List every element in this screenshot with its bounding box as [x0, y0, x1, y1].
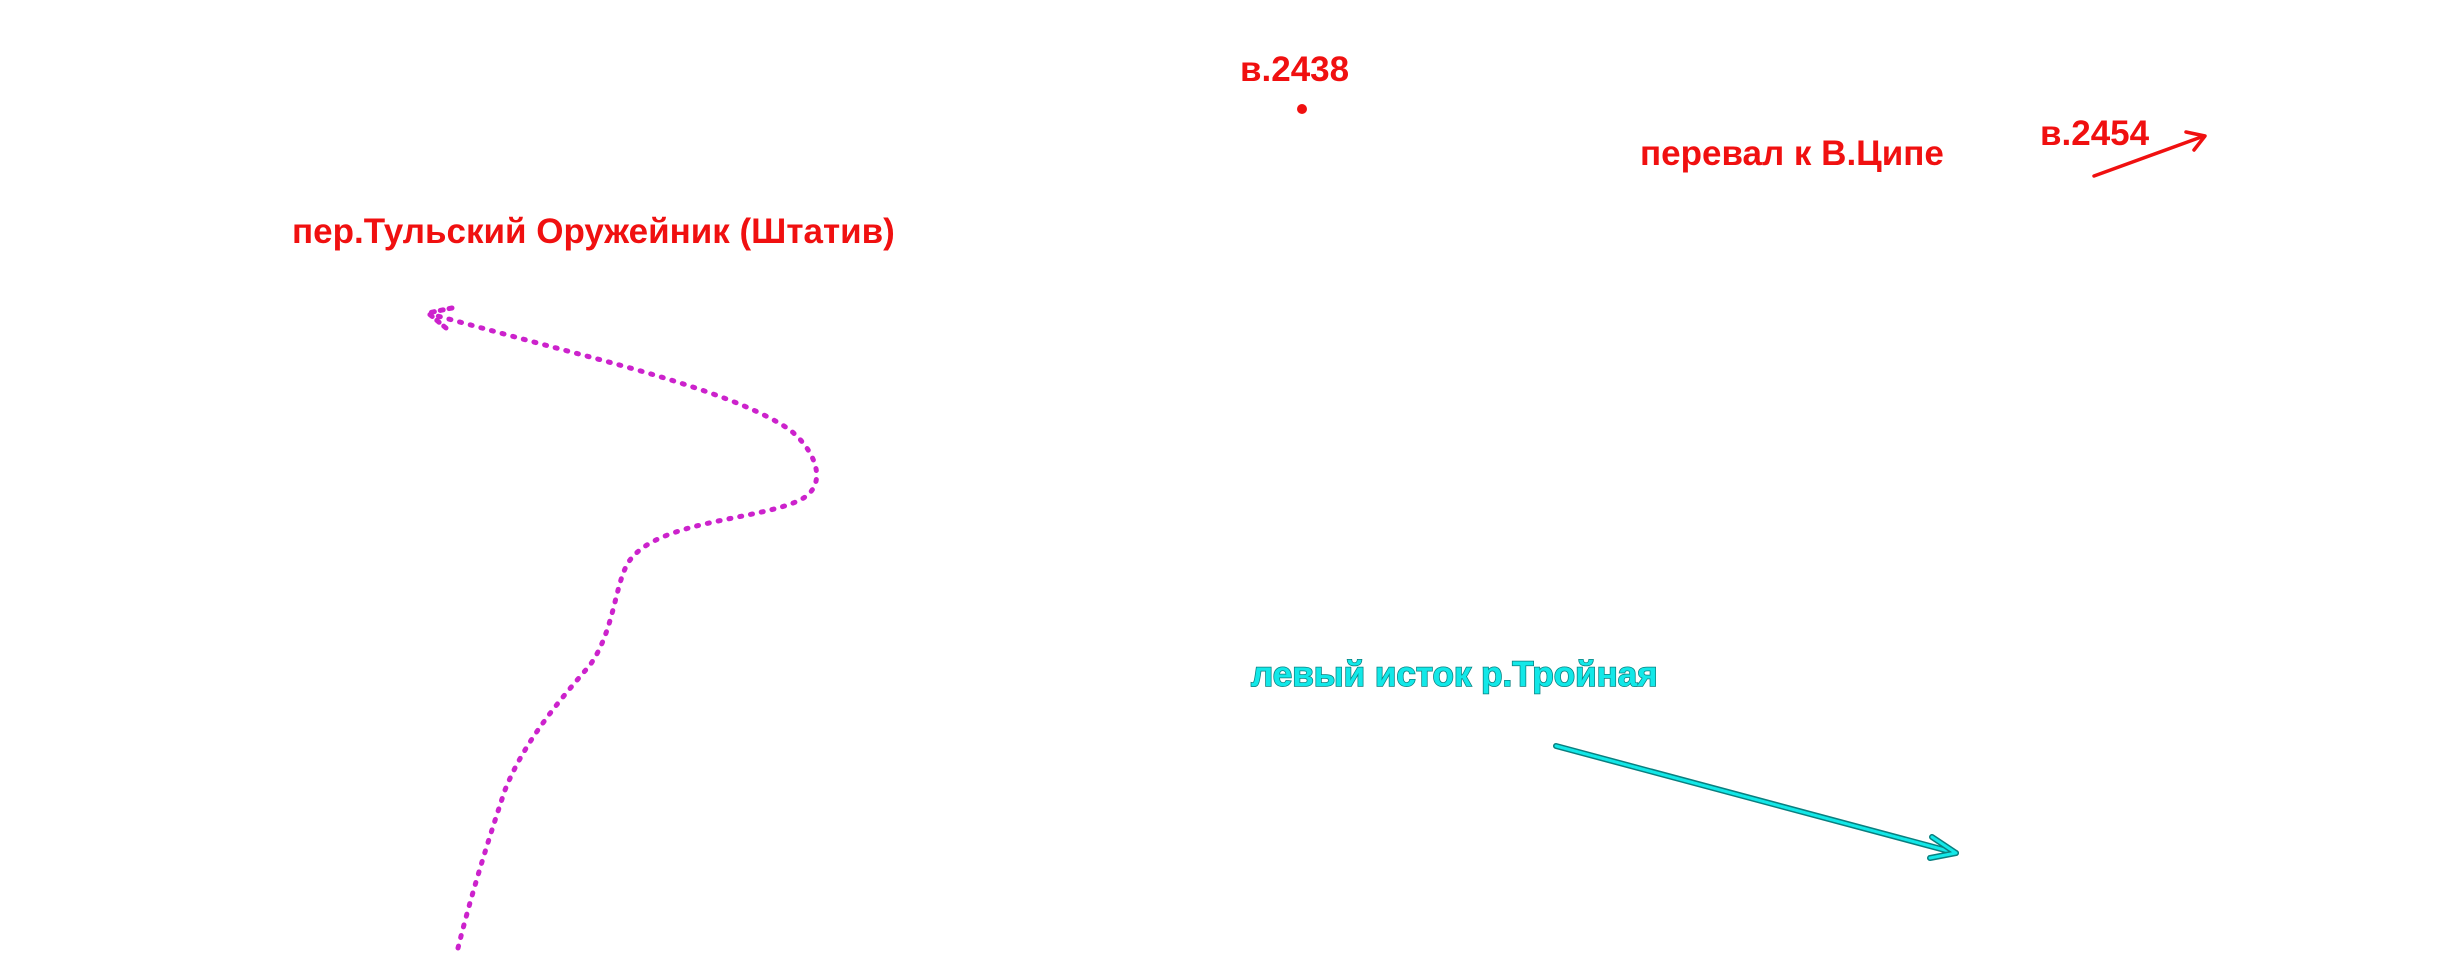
pass-tsipa-label: перевал к В.Ципе [1640, 134, 1944, 173]
peak-2438-label: в.2438 [1240, 50, 1350, 89]
dotted-route-path [427, 311, 820, 951]
peak-2438-marker-icon [1297, 104, 1307, 114]
pass-direction-arrowhead-icon [2184, 130, 2207, 152]
pass-direction-arrow-line [2092, 134, 2206, 178]
river-direction-arrow-icon [1553, 743, 1959, 861]
peak-2454-label: в.2454 [2040, 114, 2150, 153]
pass-tulsky-label: пер.Тульский Оружейник (Штатив) [292, 212, 895, 251]
river-troynaya-label: левый исток р.Тройная [1250, 655, 1658, 694]
route-arrowhead-icon [425, 305, 455, 331]
